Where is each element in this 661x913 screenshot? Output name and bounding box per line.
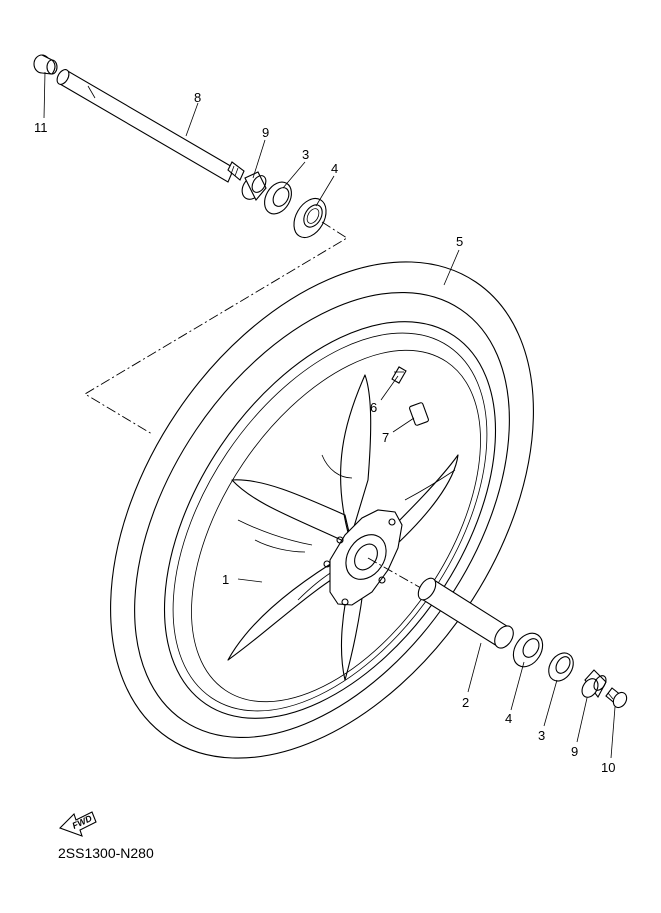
callout-4-upper: 4 (331, 161, 338, 176)
callout-1: 1 (222, 572, 229, 587)
part-3-oil-seal-lower (548, 652, 574, 682)
callout-6: 6 (370, 400, 377, 415)
rim (163, 321, 497, 719)
callout-5: 5 (456, 234, 463, 249)
forward-arrow-icon: FWD (59, 811, 97, 837)
callout-3-lower: 3 (538, 728, 545, 743)
part-4-bearing-upper (293, 197, 327, 239)
part-4-bearing-lower (512, 632, 544, 668)
callout-9-upper: 9 (262, 125, 269, 140)
part-11-cap (33, 54, 58, 75)
leader-lines (43, 71, 616, 759)
part-9-collar-upper (241, 171, 267, 201)
part-8-axle (56, 69, 245, 183)
callout-9-lower: 9 (571, 744, 578, 759)
part-3-oil-seal-upper (264, 181, 292, 215)
balance-weight (409, 402, 429, 426)
part-10-bolt (605, 687, 628, 709)
callout-10: 10 (601, 760, 615, 775)
callout-2: 2 (462, 695, 469, 710)
tire (110, 261, 534, 759)
wheel-hub (323, 509, 403, 606)
callout-11: 11 (34, 120, 48, 135)
callout-labels: 11 8 9 3 4 5 6 7 1 2 4 3 9 10 (34, 90, 615, 775)
air-valve (391, 366, 407, 384)
part-9-collar-lower (581, 669, 607, 699)
alignment-lines (84, 221, 429, 593)
part-2-collar (417, 577, 514, 649)
callout-4-lower: 4 (505, 711, 512, 726)
callout-3-upper: 3 (302, 147, 309, 162)
callout-7: 7 (382, 430, 389, 445)
callout-8: 8 (194, 90, 201, 105)
diagram-code: 2SS1300-N280 (58, 845, 154, 861)
